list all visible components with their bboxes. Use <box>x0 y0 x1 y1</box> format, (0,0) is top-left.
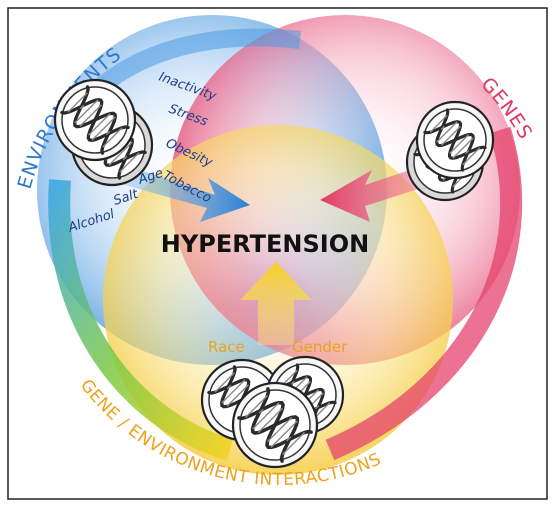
dna-icon <box>417 102 493 178</box>
center-label: HYPERTENSION <box>161 230 369 258</box>
dna-icon <box>233 383 317 467</box>
dna-icon <box>55 80 135 160</box>
factor-gender: Gender <box>292 338 348 356</box>
factor-race: Race <box>208 338 245 356</box>
